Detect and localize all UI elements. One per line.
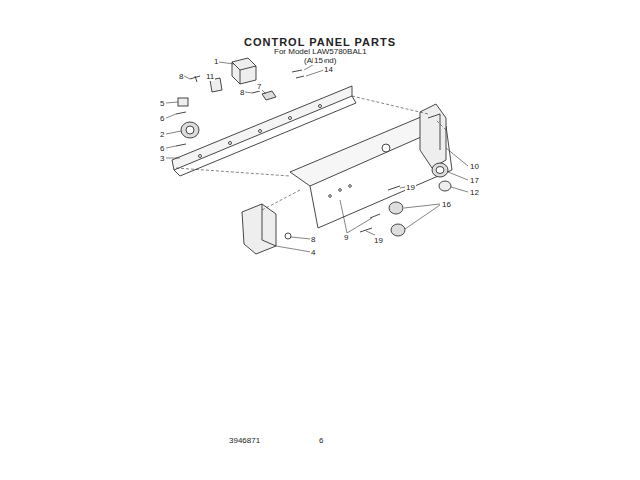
model-subtitle: For Model LAW5780BAL1 — [273, 47, 368, 56]
callout-number: 19 — [405, 183, 416, 192]
callout-number: 10 — [469, 162, 480, 171]
page-footer: 6 — [318, 436, 324, 445]
callout-number: 8 — [239, 88, 245, 97]
callout-number: 9 — [343, 233, 349, 242]
callout-number: 17 — [469, 176, 480, 185]
callout-number: 16 — [441, 200, 452, 209]
callout-number: 6 — [159, 114, 165, 123]
callout-number: 6 — [159, 144, 165, 153]
callout-number: 1 — [213, 57, 219, 66]
callout-number: 14 — [323, 65, 334, 74]
callout-number: 7 — [256, 82, 262, 91]
callout-number: 3 — [159, 154, 165, 163]
callout-number: 2 — [159, 130, 165, 139]
callout-number: 15 — [313, 56, 324, 65]
callout-number: 5 — [159, 99, 165, 108]
callout-number: 11 — [205, 72, 215, 81]
callout-number: 8 — [310, 235, 316, 244]
callout-number: 19 — [373, 236, 384, 245]
page-footer: 3946871 — [228, 436, 261, 445]
callout-number: 4 — [310, 248, 316, 257]
callout-number: 12 — [469, 188, 480, 197]
callout-number: 8 — [178, 72, 184, 81]
